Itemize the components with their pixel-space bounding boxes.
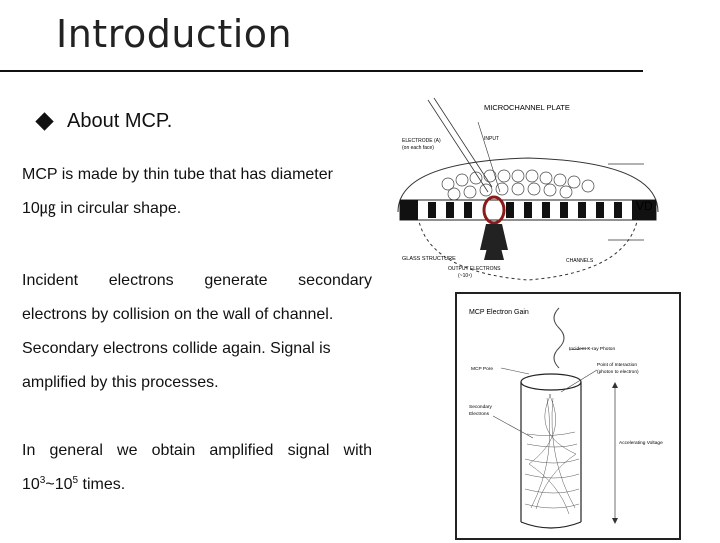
glass-structure-label: GLASS STRUCTURE	[402, 256, 456, 262]
secondary-label-1: Secondary	[469, 404, 493, 410]
diamond-bullet-icon	[35, 112, 54, 131]
incident-ray	[477, 121, 501, 193]
channel-walls	[400, 200, 656, 220]
figure1-input-label: INPUT	[484, 136, 499, 142]
microchannel-plate-figure: MICROCHANNEL PLATE INPUT ELECTRODE (A) (…	[388, 92, 668, 292]
secondary-label-2: Electrons	[469, 411, 490, 417]
incident-leader	[568, 347, 590, 351]
output-electrons-label-2: (~10⁴)	[458, 273, 472, 279]
interaction-label-1: Point of Interaction	[597, 362, 637, 368]
vd-label: VD	[636, 199, 653, 213]
title-underline	[0, 70, 643, 72]
text-line: electrons by collision on the wall of ch…	[22, 306, 334, 323]
text-line: amplified by this processes.	[22, 374, 219, 391]
text-line: Secondary electrons collide again. Signa…	[22, 340, 331, 357]
pore-leader	[500, 367, 530, 375]
channel-openings	[441, 169, 595, 201]
plate-disc-top	[397, 157, 659, 213]
gain-range: ~10	[45, 476, 73, 493]
slide-title: Introduction	[56, 12, 293, 56]
secondary-leader	[492, 415, 534, 439]
gain-exponent-2: 5	[72, 475, 79, 486]
gain-exponent-1: 3	[39, 475, 46, 486]
electrode-label-1: ELECTRODE (A)	[402, 138, 441, 144]
gain-base-1: 10	[22, 476, 40, 493]
paragraph-gain: In general we obtain amplified signal wi…	[22, 434, 372, 502]
output-electron-cascade	[480, 224, 508, 260]
text-line: 10㎍ in circular shape.	[22, 200, 182, 217]
bullet-text: About MCP.	[67, 110, 173, 132]
incident-photon-label: Incident X-ray Photon	[569, 346, 615, 352]
bullet-item: About MCP.	[35, 110, 173, 133]
interaction-label-2: (photon to electron)	[597, 369, 639, 375]
microchannel-plate-diagram: MICROCHANNEL PLATE INPUT ELECTRODE (A) (…	[397, 97, 659, 281]
text-line: MCP is made by thin tube that has diamet…	[22, 166, 333, 183]
paragraph-structure: MCP is made by thin tube that has diamet…	[22, 158, 372, 226]
figure1-title: MICROCHANNEL PLATE	[484, 103, 570, 112]
voltage-arrow-head-top	[612, 382, 618, 388]
pore-top	[520, 373, 582, 391]
voltage-arrow-head-bottom	[612, 518, 618, 524]
text-line: Incident electrons generate secondary	[22, 272, 372, 289]
mcp-pore-label: MCP Pore	[471, 366, 493, 372]
paragraph-mechanism: Incident electrons generate secondary el…	[22, 264, 372, 400]
output-electrons-label-1: OUTPUT ELECTRONS	[448, 266, 501, 272]
mcp-electron-gain-figure: MCP Electron Gain Incident X-ray Photon …	[455, 292, 681, 540]
text-line: In general we obtain amplified signal wi…	[22, 442, 372, 459]
gain-tail: times.	[78, 476, 126, 493]
pore-bottom	[520, 521, 582, 529]
channels-label: CHANNELS	[566, 258, 594, 264]
mcp-electron-gain-diagram: MCP Electron Gain Incident X-ray Photon …	[469, 307, 663, 529]
incident-photon-path	[553, 307, 565, 369]
incident-ray	[433, 97, 493, 188]
accelerating-voltage-label: Accelerating Voltage	[619, 440, 663, 446]
electrode-label-2: (on each face)	[402, 145, 434, 151]
interaction-leader	[560, 369, 598, 393]
figure2-title: MCP Electron Gain	[469, 309, 529, 316]
incident-ray	[427, 99, 489, 193]
electron-trajectories	[524, 393, 580, 515]
text-line-gain: 103~105 times.	[22, 468, 372, 502]
highlight-channel-ring	[482, 195, 506, 225]
